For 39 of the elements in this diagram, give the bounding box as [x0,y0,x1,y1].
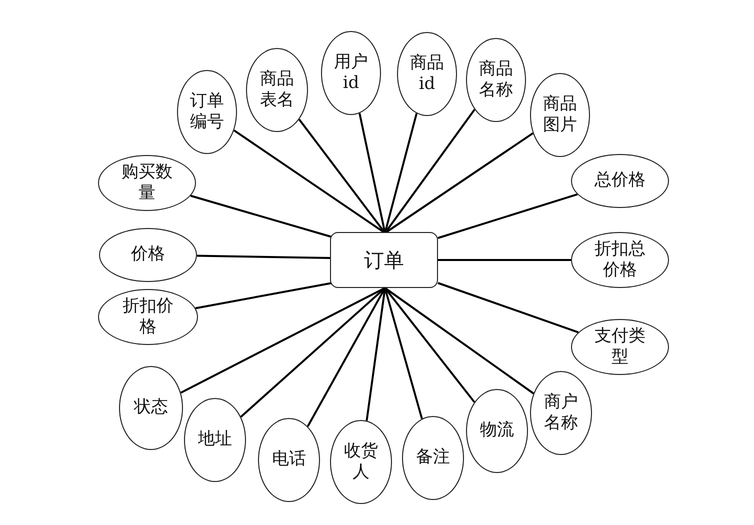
connector-line [306,288,386,427]
connector-line [438,282,579,334]
connector-line [384,288,423,420]
connector-line [180,287,386,394]
connector-line [384,287,534,394]
attribute-ellipse: 折扣价格 [98,289,198,345]
attribute-ellipse: 商品表名 [246,48,308,132]
attribute-ellipse: 折扣总价格 [571,232,669,288]
attribute-ellipse: 商品图片 [530,73,590,157]
connector-line [190,194,332,238]
attribute-ellipse: 商品id [397,32,457,116]
connector-line [366,288,386,421]
attribute-ellipse: 物流 [466,389,528,473]
attribute-ellipse: 商户名称 [530,371,592,455]
attribute-ellipse: 电话 [258,418,320,502]
connector-line [384,132,534,234]
attribute-ellipse: 购买数量 [98,155,196,211]
connector-line [384,287,476,403]
connector-line [384,108,476,234]
connector-line [438,259,571,261]
connector-line [196,254,330,259]
attribute-ellipse: 用户id [321,31,381,115]
attribute-ellipse: 状态 [119,366,183,450]
connector-line [240,287,386,418]
connector-line [438,193,578,239]
connector-line [298,118,386,234]
attribute-ellipse: 商品名称 [466,38,526,122]
attribute-ellipse: 订单编号 [177,70,237,154]
connector-line [358,113,386,234]
connector-line [195,282,332,310]
attribute-ellipse: 支付类型 [571,319,669,375]
attribute-ellipse: 备注 [402,416,464,500]
attribute-ellipse: 地址 [184,398,246,482]
attribute-ellipse: 价格 [99,228,197,282]
entity-box: 订单 [330,232,438,288]
connector-line [233,130,386,234]
attribute-ellipse: 总价格 [571,154,669,208]
connector-line [384,113,418,234]
attribute-ellipse: 收货人 [330,420,392,504]
